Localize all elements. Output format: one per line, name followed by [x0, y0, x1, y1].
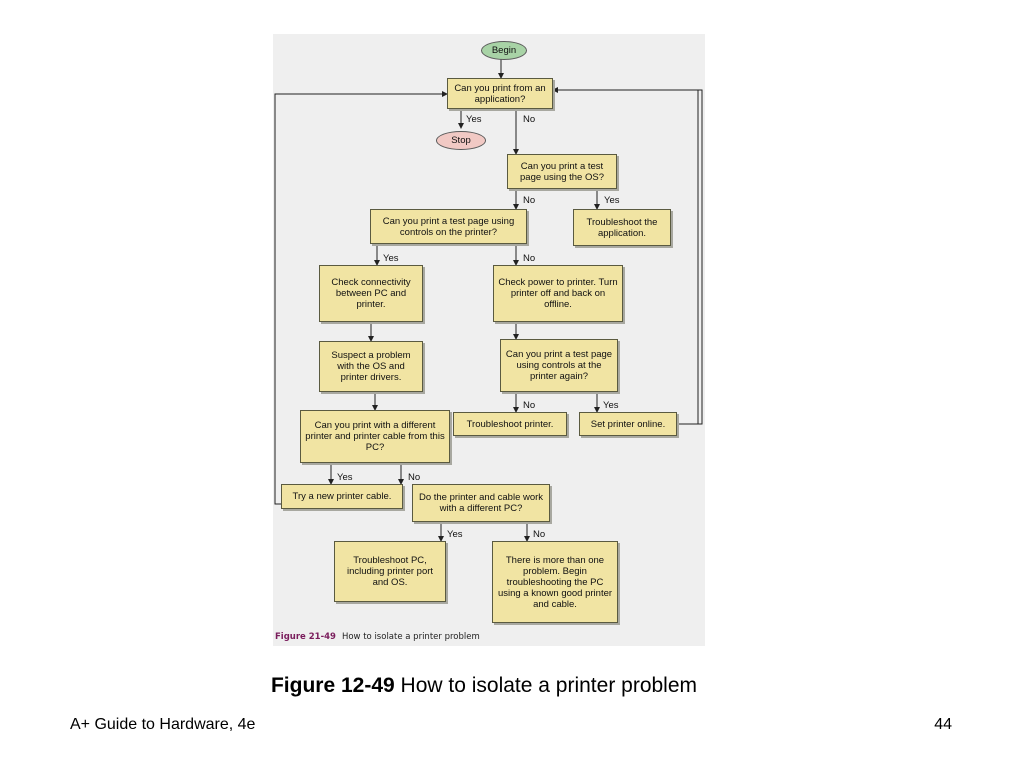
begin-terminal: Begin: [481, 41, 527, 60]
node-test-page-printer-controls: Can you print a test page using controls…: [370, 209, 527, 244]
label-no-different-pc: No: [408, 472, 421, 483]
node-try-new-cable: Try a new printer cable.: [281, 484, 403, 509]
flowchart-connectors: [274, 59, 703, 542]
label-yes-new-cable: Yes: [337, 472, 353, 483]
node-test-page-os: Can you print a test page using the OS?: [507, 154, 617, 189]
flowchart-figure: Begin Can you print from an application?…: [273, 34, 705, 646]
figure-caption: Figure 21-49 How to isolate a printer pro…: [275, 632, 480, 642]
label-no-test-os: No: [523, 114, 536, 125]
node-multiple-problems: There is more than one problem. Begin tr…: [492, 541, 618, 623]
node-check-power: Check power to printer. Turn printer off…: [493, 265, 623, 322]
label-yes-troubleshoot-pc: Yes: [447, 529, 463, 540]
slide-caption-figure-number: Figure 12-49: [270, 674, 395, 697]
node-troubleshoot-pc: Troubleshoot PC, including printer port …: [334, 541, 446, 602]
stop-terminal: Stop: [436, 131, 486, 150]
node-troubleshoot-printer: Troubleshoot printer.: [453, 412, 567, 436]
label-no-troubleshoot-printer: No: [523, 400, 536, 411]
label-yes-connectivity: Yes: [383, 253, 399, 264]
node-print-from-application: Can you print from an application?: [447, 78, 553, 109]
node-suspect-os-drivers: Suspect a problem with the OS and printe…: [319, 341, 423, 392]
label-no-multiple-problems: No: [533, 529, 546, 540]
figure-caption-number: Figure 21-49: [275, 632, 336, 642]
footer-book-title: A+ Guide to Hardware, 4e: [70, 716, 256, 733]
node-troubleshoot-application: Troubleshoot the application.: [573, 209, 671, 246]
label-yes-troubleshoot-app: Yes: [604, 195, 620, 206]
node-different-printer-cable: Can you print with a different printer a…: [300, 410, 450, 463]
figure-caption-text: How to isolate a printer problem: [341, 632, 480, 642]
slide-caption: Figure 12-49 How to isolate a printer pr…: [0, 674, 968, 698]
label-no-power: No: [523, 253, 536, 264]
node-different-pc: Do the printer and cable work with a dif…: [412, 484, 550, 522]
node-test-page-again: Can you print a test page using controls…: [500, 339, 618, 392]
page-number: 44: [934, 716, 952, 733]
slide-caption-text: How to isolate a printer problem: [394, 674, 698, 697]
node-check-connectivity: Check connectivity between PC and printe…: [319, 265, 423, 322]
node-set-printer-online: Set printer online.: [579, 412, 677, 436]
label-yes-set-online: Yes: [603, 400, 619, 411]
label-no-test-printer: No: [523, 195, 536, 206]
label-yes-stop: Yes: [466, 114, 482, 125]
